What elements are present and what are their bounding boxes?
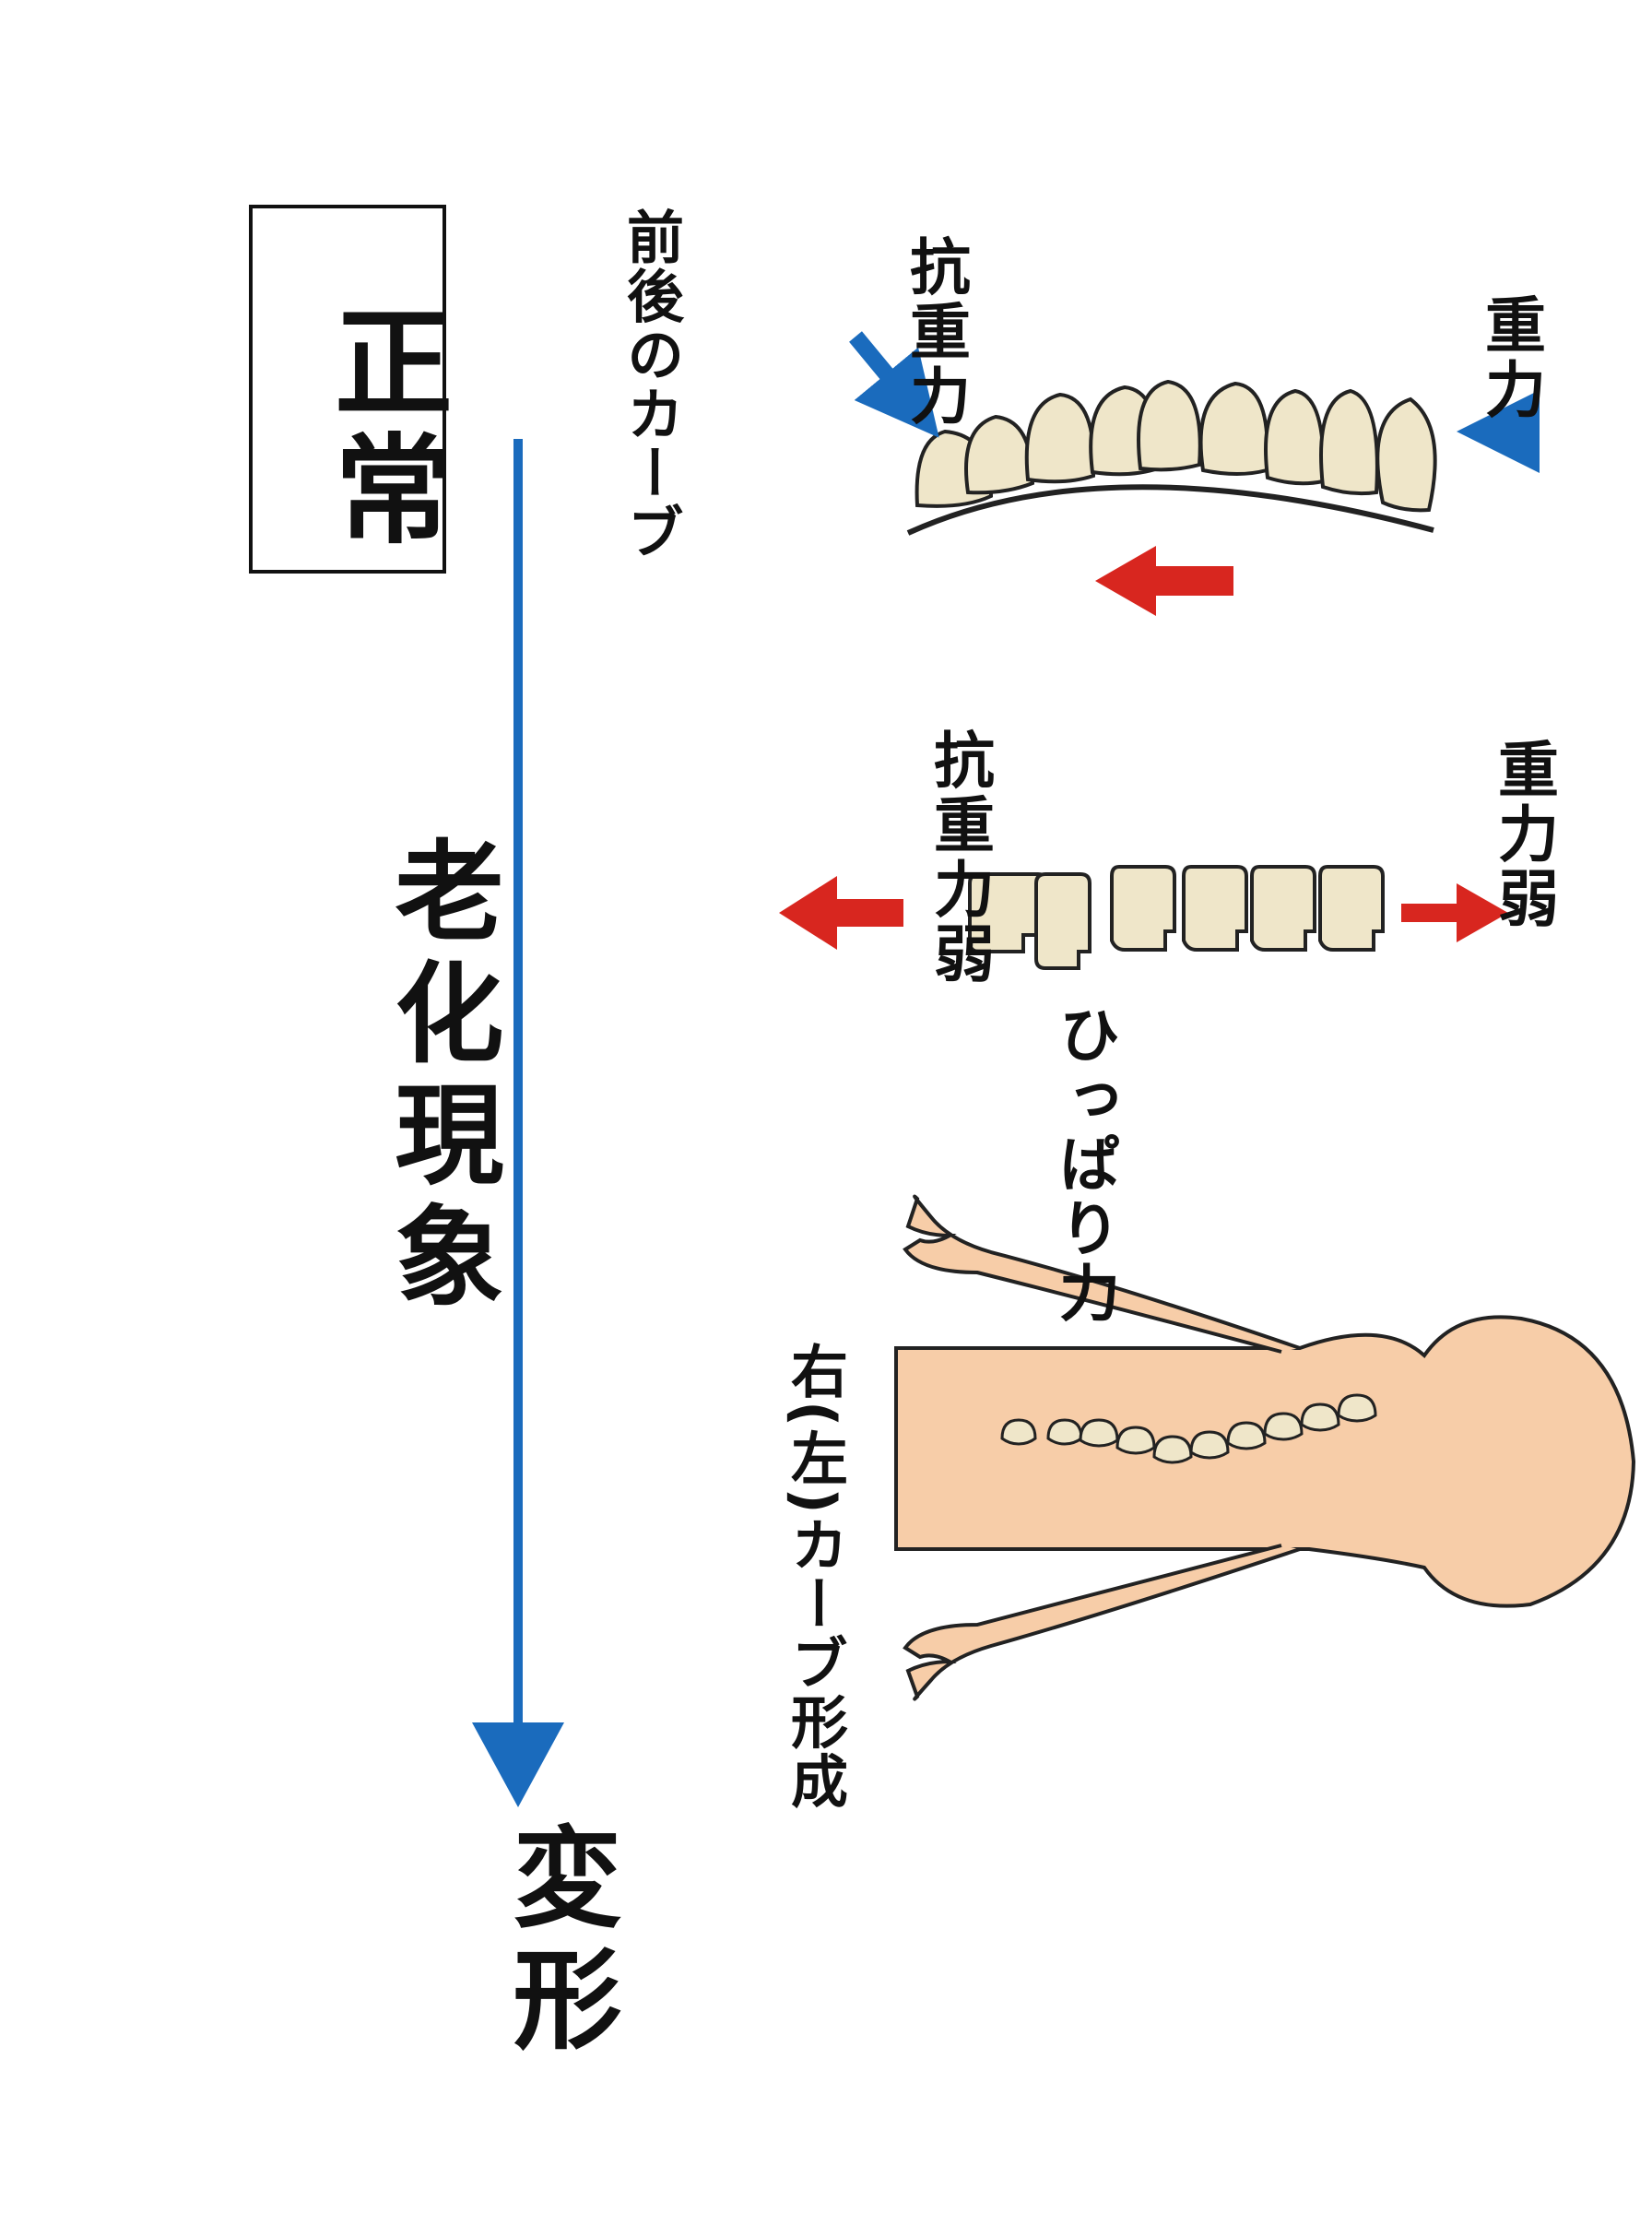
anti-gravity-arrow <box>849 331 939 438</box>
back-vertebrae <box>1000 1393 1377 1464</box>
pull-arrow-right <box>1401 883 1508 942</box>
vertebra <box>1337 1393 1377 1423</box>
gravity-weak-label: 重力弱 <box>1488 738 1559 931</box>
vertebra <box>1034 872 1092 970</box>
upward-red-arrow <box>1095 546 1233 616</box>
left-arm <box>903 1194 1301 1354</box>
straight-spine <box>968 865 1385 970</box>
pull-arrow-left <box>779 876 903 950</box>
vertebra <box>1318 865 1385 952</box>
vertebra <box>1046 1418 1083 1446</box>
vertebra <box>1226 1421 1267 1450</box>
right-arm <box>903 1544 1301 1701</box>
human-back <box>894 1194 1636 1701</box>
vertebra <box>1110 865 1176 952</box>
front-back-curve-label: 前後のカーブ <box>617 207 684 562</box>
vertebra <box>1250 865 1316 952</box>
aging-label: 老化現象 <box>376 834 503 1321</box>
vertebra <box>1115 1426 1156 1455</box>
pulling-force-label: ひっぱり力 <box>1049 1003 1120 1326</box>
normal-box: 正常 <box>249 205 452 574</box>
vertebra <box>1189 1430 1230 1460</box>
vertebra <box>1079 1418 1119 1448</box>
anti-gravity-weak-label: 抗重力弱 <box>924 728 995 987</box>
torso-shape <box>894 1315 1636 1608</box>
normal-label: 正常 <box>313 301 452 555</box>
vertebra <box>1263 1412 1304 1441</box>
anti-gravity-label: 抗重力 <box>900 235 971 429</box>
spinal-curve-line <box>906 484 1434 536</box>
curved-spine <box>849 331 1540 616</box>
gravity-label: 重力 <box>1475 293 1546 422</box>
vertebra <box>914 379 1437 513</box>
aging-arrow-head <box>472 1722 564 1807</box>
vertebra <box>1000 1418 1037 1446</box>
right-left-curve-label: 右(左)カーブ形成 <box>781 1342 848 1811</box>
vertebra <box>1300 1402 1340 1432</box>
vertebra <box>1152 1435 1193 1464</box>
deformation-label: 変形 <box>494 1821 621 2065</box>
vertebra <box>1182 865 1248 952</box>
